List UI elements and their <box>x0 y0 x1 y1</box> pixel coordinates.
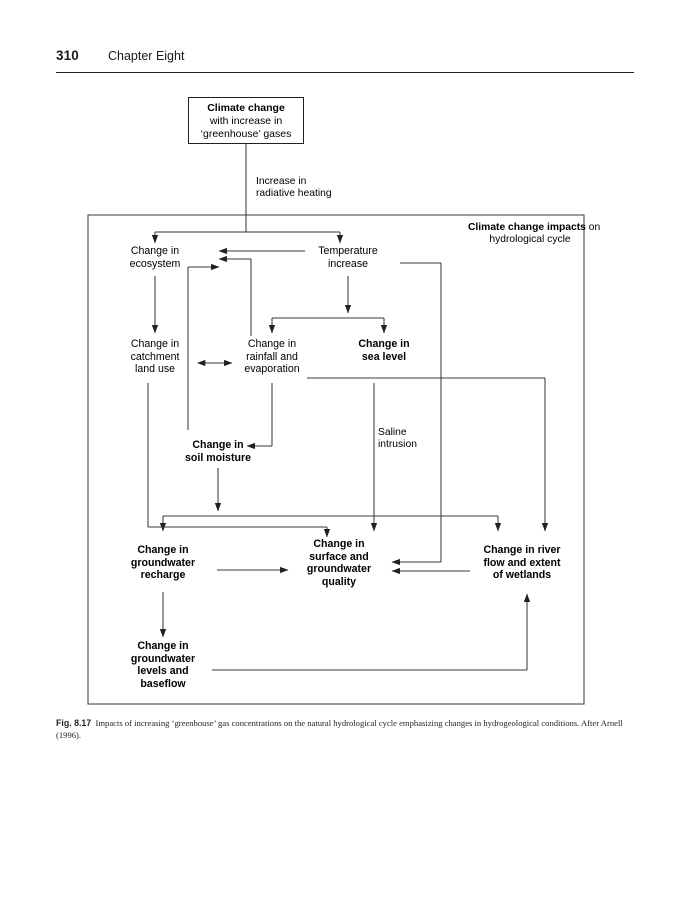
impacts-frame-label-strong: Climate change impacts <box>468 222 586 233</box>
edge-label-saline-intrusion: Saline intrusion <box>378 427 458 452</box>
header-rule <box>56 72 634 73</box>
edge-label-radiative-line1: Increase in <box>256 176 307 187</box>
edge-label-radiative-line2: radiative heating <box>256 188 332 200</box>
page-header: 310 Chapter Eight <box>56 48 636 74</box>
node-ecosystem-line1: Change in <box>130 245 180 257</box>
node-recharge-line3: recharge <box>140 569 186 582</box>
node-levels-line1: Change in <box>137 640 189 652</box>
node-temperature-line2: increase <box>327 257 369 270</box>
node-recharge-line1: Change in <box>137 544 189 556</box>
node-ecosystem: Change in ecosystem <box>105 245 205 270</box>
node-quality-line4: quality <box>321 575 357 588</box>
chapter-title: Chapter Eight <box>108 49 185 63</box>
node-rainfall-line3: evaporation <box>244 363 300 376</box>
node-climate-change-line1: Climate change <box>207 102 285 114</box>
page-number: 310 <box>56 48 79 63</box>
node-river-line2: flow and extent <box>483 556 561 569</box>
node-ecosystem-line2: ecosystem <box>129 257 181 270</box>
edge-label-saline-line2: intrusion <box>378 439 417 451</box>
node-quality-line3: groundwater <box>306 563 372 576</box>
figure-caption-text: Impacts of increasing ‘greenhouse’ gas c… <box>56 718 623 740</box>
node-river-line1: Change in river <box>483 544 561 556</box>
node-catchment-line3: land use <box>134 363 176 376</box>
node-levels-line3: levels and <box>137 665 189 678</box>
impacts-frame-label-line2: hydrological cycle <box>489 234 571 246</box>
node-rainfall-evaporation: Change in rainfall and evaporation <box>222 338 322 376</box>
impacts-frame-label: Climate change impacts on hydrological c… <box>468 222 600 247</box>
node-rainfall-line2: rainfall and <box>246 350 298 363</box>
node-climate-change-line2: with increase in <box>209 114 283 127</box>
node-river-line3: of wetlands <box>492 569 552 582</box>
node-rainfall-line1: Change in <box>247 338 297 350</box>
figure-8-17: Climate change with increase in ‘greenho… <box>87 97 600 705</box>
node-quality-line2: surface and <box>309 550 369 563</box>
figure-connector-layer <box>87 144 585 705</box>
node-temperature-line1: Temperature <box>318 245 378 257</box>
figure-caption-label: Fig. 8.17 <box>56 718 92 728</box>
node-river-flow-wetlands: Change in river flow and extent of wetla… <box>461 544 583 582</box>
node-sea-level-line1: Change in <box>358 338 410 350</box>
node-soil-moisture: Change in soil moisture <box>168 439 268 464</box>
node-sea-level-line2: sea level <box>361 350 407 363</box>
node-climate-change-line3: ‘greenhouse’ gases <box>200 127 292 140</box>
figure-caption: Fig. 8.17 Impacts of increasing ‘greenho… <box>56 718 634 741</box>
impacts-frame <box>87 214 585 705</box>
node-soil-moisture-line1: Change in <box>192 439 244 451</box>
node-quality-line1: Change in <box>313 538 365 550</box>
edge-label-saline-line1: Saline <box>378 427 407 438</box>
node-water-quality: Change in surface and groundwater qualit… <box>289 538 389 588</box>
node-catchment-land-use: Change in catchment land use <box>105 338 205 376</box>
node-soil-moisture-line2: soil moisture <box>185 451 251 464</box>
node-groundwater-recharge: Change in groundwater recharge <box>113 544 213 582</box>
node-sea-level: Change in sea level <box>334 338 434 363</box>
node-recharge-line2: groundwater <box>130 556 196 569</box>
node-climate-change: Climate change with increase in ‘greenho… <box>188 97 304 144</box>
node-levels-line2: groundwater <box>130 652 196 665</box>
impacts-frame-label-rest: on <box>585 222 601 233</box>
node-groundwater-levels-baseflow: Change in groundwater levels and baseflo… <box>113 640 213 690</box>
edge-label-radiative-heating: Increase in radiative heating <box>256 176 406 201</box>
node-catchment-line2: catchment <box>130 350 180 363</box>
node-temperature-increase: Temperature increase <box>298 245 398 270</box>
node-catchment-line1: Change in <box>130 338 180 350</box>
node-levels-line4: baseflow <box>140 677 186 690</box>
